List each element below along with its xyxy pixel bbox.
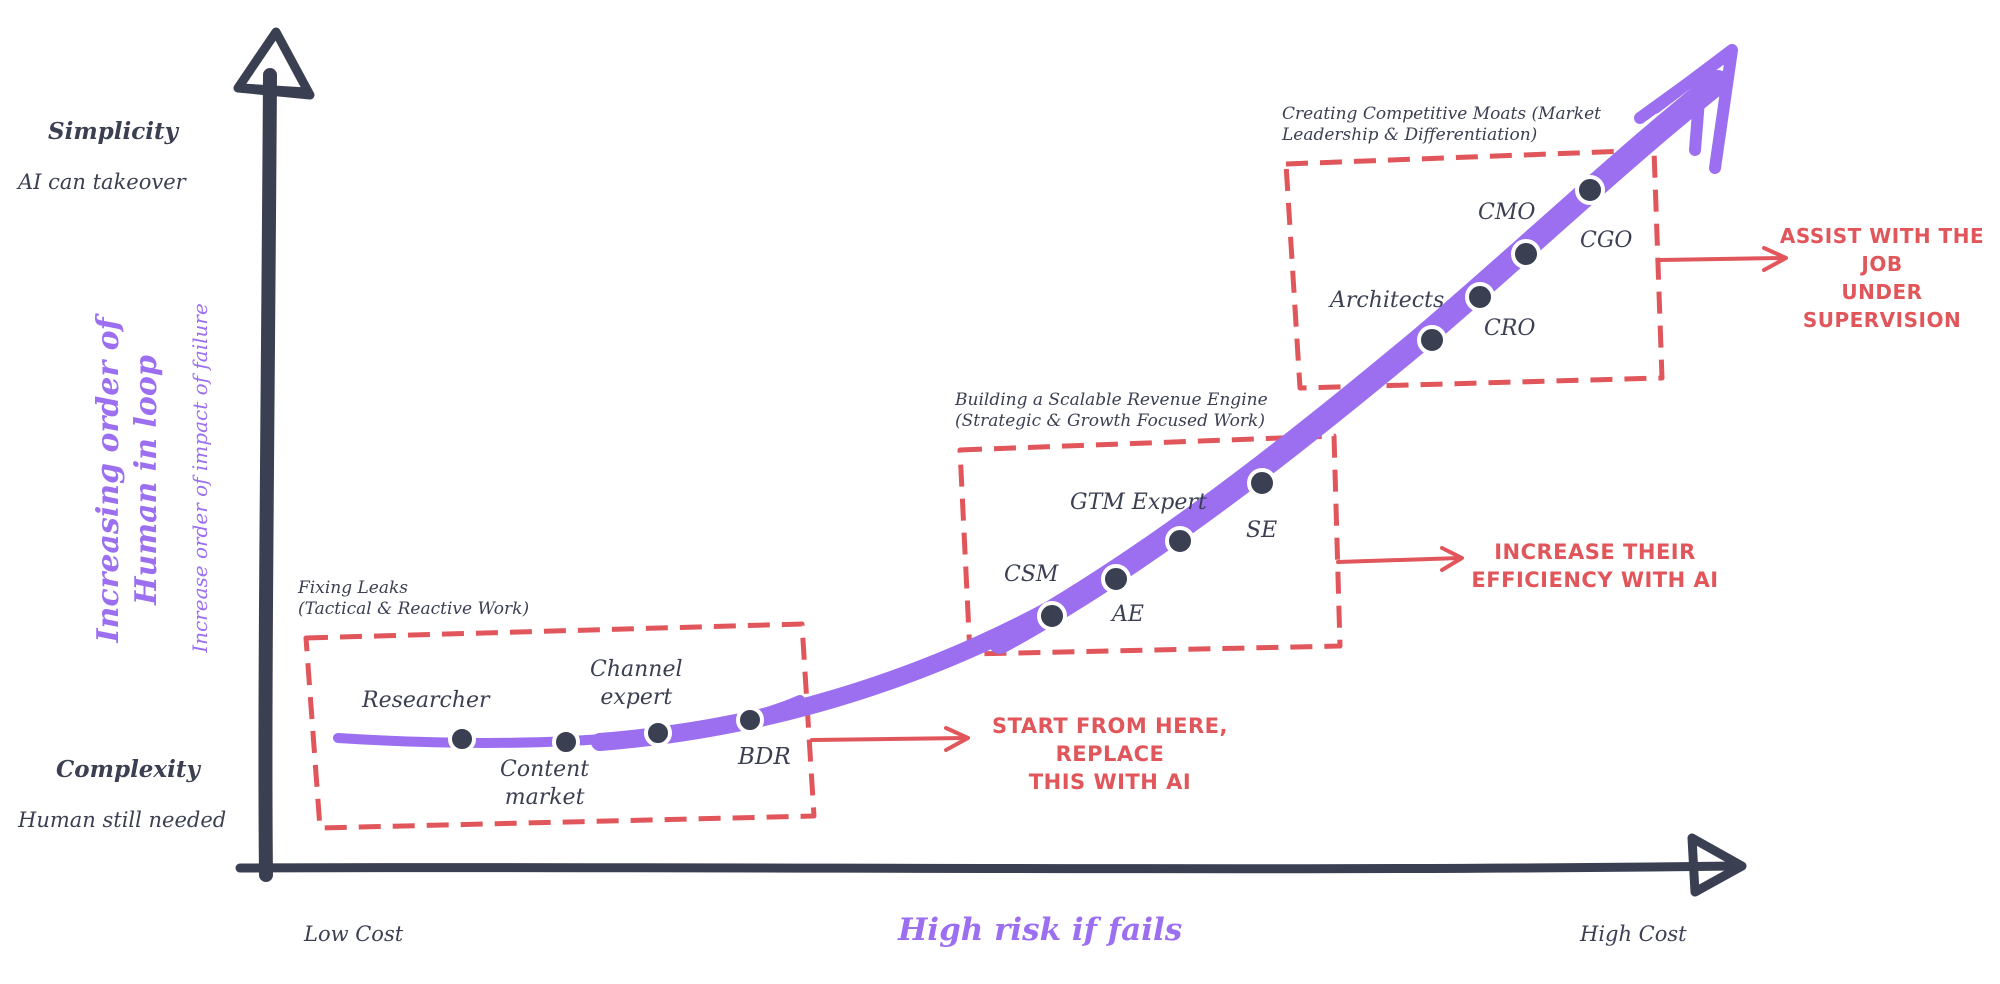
dot-ae xyxy=(1101,564,1131,594)
box-revenue-engine-title: Building a Scalable Revenue Engine (Stra… xyxy=(955,390,1268,432)
role-channel-expert-line2: expert xyxy=(600,685,673,710)
y-axis-title-line1: Increasing order of xyxy=(91,317,126,643)
role-cro: CRO xyxy=(1484,316,1536,341)
role-bdr: BDR xyxy=(738,744,791,770)
role-se: SE xyxy=(1246,518,1278,543)
box-competitive-moats-title-line1: Creating Competitive Moats (Market xyxy=(1282,104,1601,124)
dot-content-market xyxy=(552,728,580,756)
arrow-to-action-3 xyxy=(1658,246,1788,272)
action-efficiency-line1: INCREASE THEIR xyxy=(1494,540,1696,564)
x-axis-arrowhead xyxy=(1687,833,1747,897)
box-fixing-leaks-title-line2: (Tactical & Reactive Work) xyxy=(298,599,530,619)
role-csm: CSM xyxy=(1004,562,1059,587)
role-architects: Architects xyxy=(1330,288,1445,313)
action-replace-line2: THIS WITH AI xyxy=(1028,770,1192,794)
role-content-market: Content market xyxy=(500,756,589,812)
role-gtm-expert: GTM Expert xyxy=(1070,490,1207,515)
arrow-to-action-1 xyxy=(810,726,970,752)
box-revenue-engine-title-line2: (Strategic & Growth Focused Work) xyxy=(955,411,1265,431)
dot-csm xyxy=(1037,601,1067,631)
y-axis-subtitle: Increase order of impact of failure xyxy=(188,303,212,653)
simplicity-title: Simplicity xyxy=(48,118,178,145)
role-channel-expert: Channel expert xyxy=(590,656,683,712)
simplicity-subtitle: AI can takeover xyxy=(18,170,186,194)
box-competitive-moats xyxy=(1283,147,1665,391)
action-assist-line1: ASSIST WITH THE JOB xyxy=(1779,224,1985,276)
box-revenue-engine-title-line1: Building a Scalable Revenue Engine xyxy=(955,390,1268,410)
role-content-market-line2: market xyxy=(504,785,585,810)
arrow-to-action-2 xyxy=(1336,546,1464,572)
action-replace-with-ai: START FROM HERE, REPLACE THIS WITH AI xyxy=(960,712,1260,796)
dot-se xyxy=(1247,468,1277,498)
growth-curve-arrowhead xyxy=(1634,44,1738,174)
x-axis-title: High risk if fails xyxy=(898,912,1183,948)
dot-cmo xyxy=(1575,175,1605,205)
dot-cro xyxy=(1465,282,1495,312)
dot-researcher xyxy=(448,725,476,753)
action-assist-line2: UNDER SUPERVISION xyxy=(1802,280,1962,332)
dot-channel-expert xyxy=(644,719,672,747)
box-fixing-leaks-title: Fixing Leaks (Tactical & Reactive Work) xyxy=(298,578,529,620)
box-competitive-moats-title: Creating Competitive Moats (Market Leade… xyxy=(1282,104,1601,146)
growth-curve-main xyxy=(988,70,1730,654)
y-axis-arrowhead xyxy=(233,27,315,100)
action-replace-line1: START FROM HERE, REPLACE xyxy=(992,714,1228,766)
x-axis-line xyxy=(235,861,1740,874)
role-cmo: CMO xyxy=(1478,200,1536,225)
box-competitive-moats-title-line2: Leadership & Differentiation) xyxy=(1282,125,1538,145)
complexity-title: Complexity xyxy=(56,756,200,783)
dot-architects xyxy=(1417,325,1447,355)
box-revenue-engine xyxy=(957,433,1343,657)
dot-cgo xyxy=(1511,239,1541,269)
role-channel-expert-line1: Channel xyxy=(590,657,683,682)
y-axis-title: Increasing order of Human in loop xyxy=(90,317,166,642)
action-assist-supervision: ASSIST WITH THE JOB UNDER SUPERVISION xyxy=(1766,222,1998,334)
box-fixing-leaks-title-line1: Fixing Leaks xyxy=(298,578,409,598)
x-axis-high-cost: High Cost xyxy=(1580,922,1687,946)
dot-gtm-expert xyxy=(1165,526,1195,556)
action-increase-efficiency: INCREASE THEIR EFFICIENCY WITH AI xyxy=(1455,538,1735,594)
y-axis-line xyxy=(258,68,277,882)
role-ae: AE xyxy=(1112,602,1144,627)
role-cgo: CGO xyxy=(1580,228,1633,253)
role-dots xyxy=(448,175,1605,756)
role-content-market-line1: Content xyxy=(500,757,590,782)
box-fixing-leaks xyxy=(303,621,817,831)
x-axis-low-cost: Low Cost xyxy=(304,922,404,946)
action-efficiency-line2: EFFICIENCY WITH AI xyxy=(1471,568,1719,592)
complexity-subtitle: Human still needed xyxy=(18,808,227,832)
y-axis-title-line2: Human in loop xyxy=(129,355,164,605)
role-researcher: Researcher xyxy=(362,688,490,713)
dot-bdr xyxy=(736,706,764,734)
